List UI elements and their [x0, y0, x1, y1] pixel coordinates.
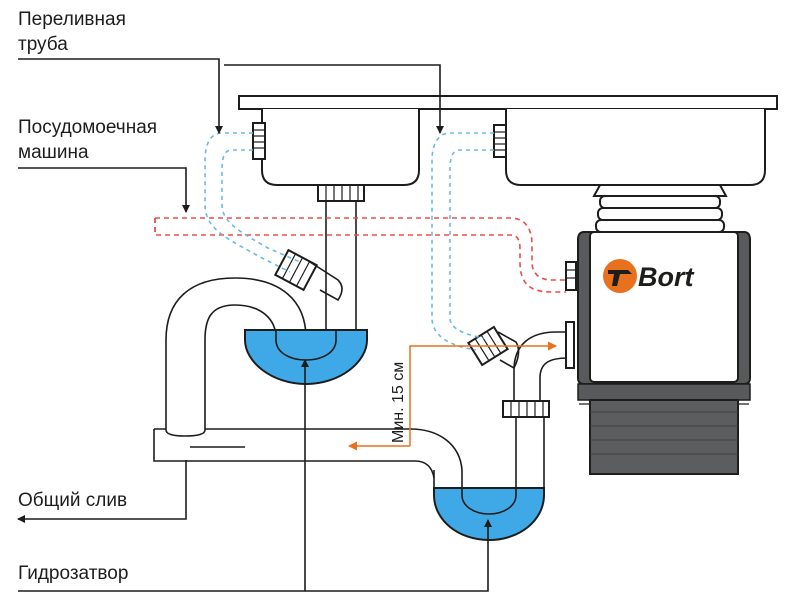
horizontal-drain-pipe	[153, 428, 463, 479]
callout-dishwasher	[18, 167, 190, 213]
label-overflow-line2: труба	[18, 34, 68, 55]
min-height-dimension: Мин. 15 см	[348, 341, 557, 451]
left-sink-bowl	[252, 109, 420, 186]
bort-logo: Bort	[603, 259, 694, 293]
dishwasher-hose	[154, 217, 566, 293]
min-height-label: Мин. 15 см	[390, 362, 407, 443]
right-trap	[433, 321, 575, 542]
callout-overflow	[18, 58, 444, 134]
left-water-fill	[244, 329, 368, 386]
label-common-drain: Общий слив	[18, 490, 127, 511]
right-sink-bowl	[493, 109, 766, 186]
bort-logo-text: Bort	[638, 262, 694, 292]
overflow-hoses	[204, 132, 494, 351]
food-waste-disposer	[565, 184, 751, 475]
label-water-seal: Гидрозатвор	[18, 563, 128, 584]
left-overflow-connector	[273, 248, 343, 302]
label-dishwasher-line2: машина	[18, 142, 89, 163]
right-overflow-connector	[467, 325, 520, 370]
left-drain-assembly	[165, 184, 365, 437]
callout-water-seal	[18, 359, 492, 592]
label-overflow-line1: Переливная	[18, 9, 126, 30]
countertop	[238, 95, 778, 110]
callout-common-drain	[17, 460, 187, 523]
bort-logo-mark	[603, 259, 637, 293]
label-dishwasher-line1: Посудомоечная	[18, 117, 157, 138]
left-water-seal	[244, 329, 368, 386]
